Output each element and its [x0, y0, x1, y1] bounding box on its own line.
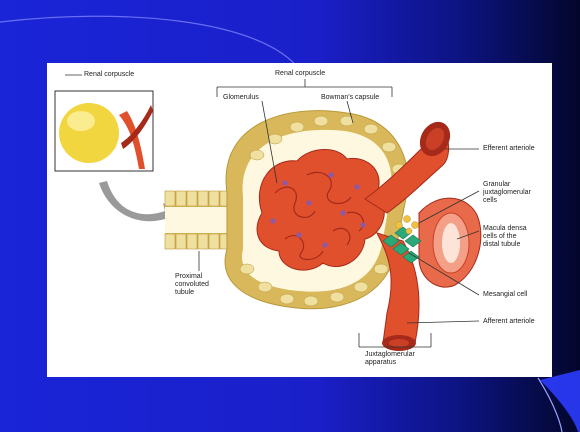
label-efferent-arteriole: Efferent arteriole — [483, 145, 535, 153]
label-granular-cells: Granular juxtaglomerular cells — [483, 181, 531, 205]
label-inset-title: Renal corpuscle — [84, 71, 134, 79]
label-bowmans-capsule: Bowman's capsule — [321, 94, 379, 102]
label-afferent-arteriole: Afferent arteriole — [483, 318, 535, 326]
label-renal-corpuscle: Renal corpuscle — [275, 70, 325, 78]
inset-renal-corpuscle — [55, 91, 153, 171]
label-glomerulus: Glomerulus — [223, 94, 259, 102]
label-macula-densa: Macula densa cells of the distal tubule — [483, 225, 527, 249]
renal-corpuscle-figure: Renal corpuscle Renal corpuscle Glomerul… — [47, 63, 552, 377]
label-proximal-tubule: Proximal convoluted tubule — [175, 273, 209, 297]
label-mesangial-cell: Mesangial cell — [483, 291, 527, 299]
renal-corpuscle-illustration — [47, 63, 552, 377]
label-juxtaglomerular-apparatus: Juxtaglomerular apparatus — [365, 351, 415, 367]
distal-tubule — [419, 198, 481, 287]
proximal-convoluted-tubule — [165, 191, 235, 249]
